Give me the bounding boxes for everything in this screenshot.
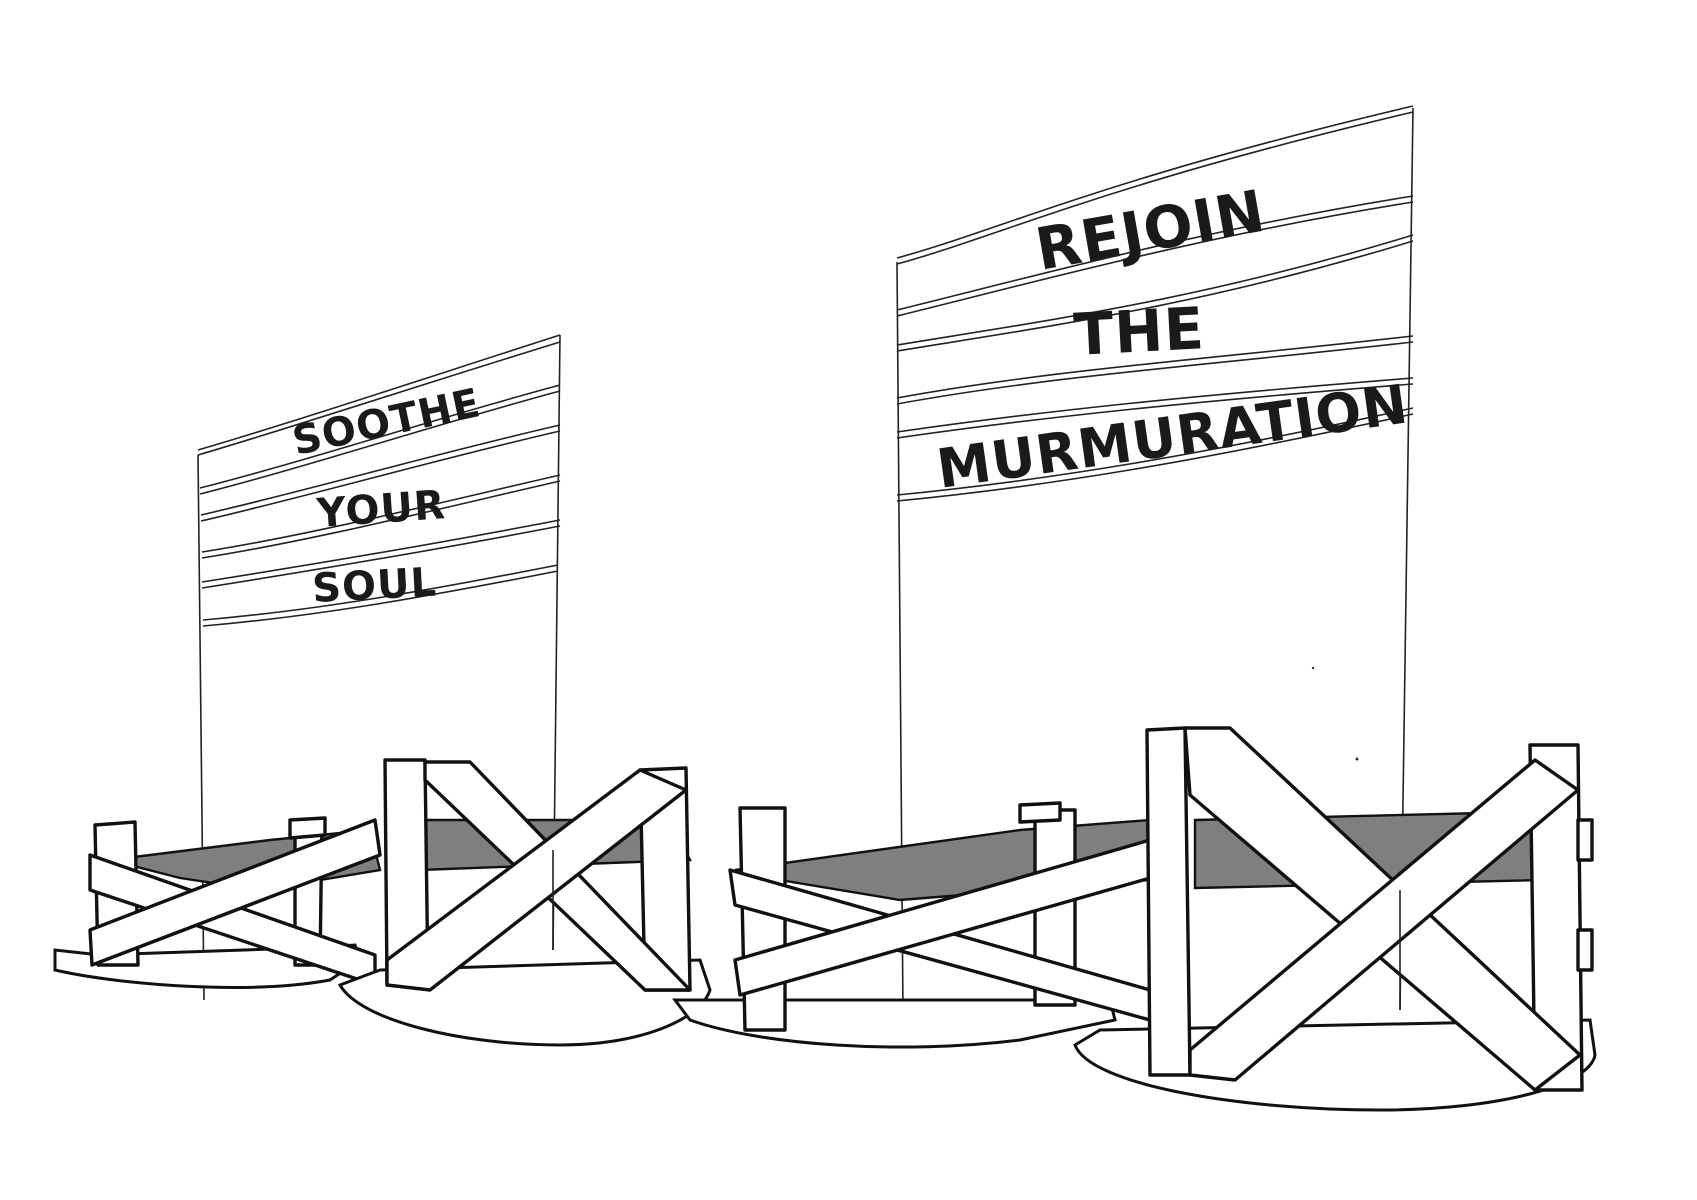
seat-1-cross-brace-b: [88, 818, 382, 967]
left-sign-line-2: YOUR: [314, 482, 447, 537]
left-sign-slats: [197, 334, 561, 627]
seat-4-side-tab-1: [1576, 818, 1594, 862]
seat-4-x-brace-b: [1188, 758, 1580, 1082]
right-sign-line-2: THE: [1072, 294, 1206, 369]
left-sign-line-1: SOOTHE: [289, 380, 485, 465]
seat-4: [1073, 726, 1597, 1112]
right-sign-pole-left: [896, 261, 904, 1016]
seat-4-frame-left: [1145, 726, 1192, 1077]
seat-4-frame-right: [1528, 743, 1584, 1092]
seat-2: [337, 758, 712, 1047]
ink-speck: [1355, 757, 1359, 761]
right-sign-slats: [896, 105, 1414, 502]
seat-3-post-left: [738, 806, 787, 1032]
right-sign-line-1: REJOIN: [1031, 177, 1271, 284]
seat-4-side-tab-2: [1576, 928, 1594, 972]
seat-1: [53, 816, 382, 989]
left-sign: SOOTHE YOUR SOUL: [197, 334, 561, 1001]
right-sign-line-3: MURMURATION: [933, 372, 1412, 500]
seat-3-base-disk: [672, 998, 1117, 1049]
seat-1-back-bump: [288, 816, 327, 840]
seat-3: [672, 801, 1152, 1049]
left-sign-line-3: SOUL: [311, 560, 438, 612]
ink-speck: [1311, 666, 1315, 670]
seat-3-back-bump: [1018, 801, 1062, 824]
seat-2-x-brace-b: [385, 768, 688, 992]
